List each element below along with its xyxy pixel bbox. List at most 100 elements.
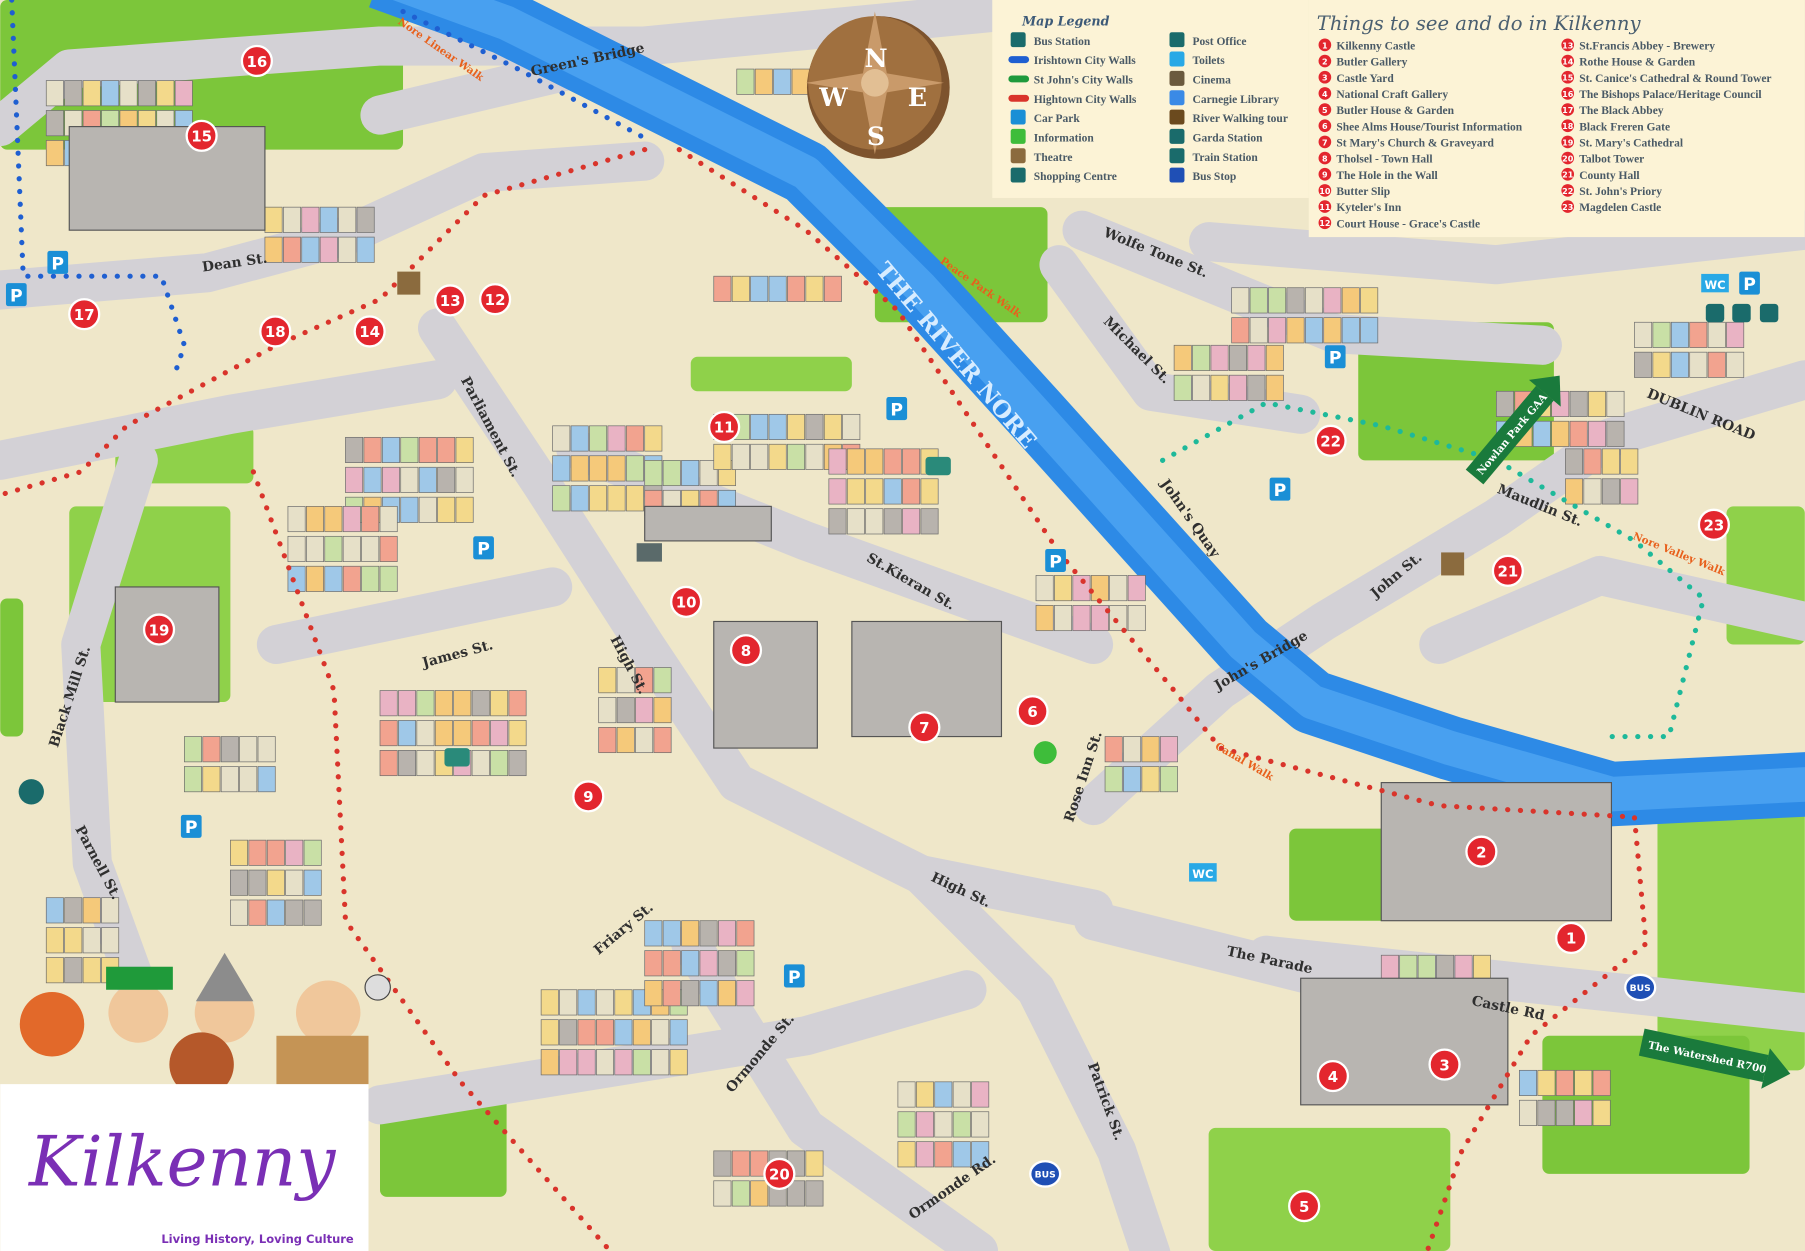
building xyxy=(559,1019,578,1046)
building xyxy=(718,950,736,977)
attraction-marker-23[interactable]: 23 xyxy=(1697,508,1730,541)
attraction-marker-17[interactable]: 17 xyxy=(68,298,101,331)
building xyxy=(846,508,865,535)
badge-number: 5 xyxy=(1322,106,1328,115)
building xyxy=(1472,954,1491,981)
building xyxy=(846,478,865,505)
marker-number: 9 xyxy=(583,788,593,806)
attraction-marker-11[interactable]: 11 xyxy=(708,410,741,444)
attraction-marker-9[interactable]: 9 xyxy=(572,780,605,813)
attraction-marker-10[interactable]: 10 xyxy=(670,585,703,619)
building xyxy=(768,443,787,470)
building xyxy=(342,535,361,562)
building xyxy=(471,750,490,777)
train-icon xyxy=(1169,148,1185,164)
building xyxy=(653,697,672,724)
building xyxy=(285,839,304,866)
marker-number: 20 xyxy=(769,1166,790,1184)
legend-item-label: Toilets xyxy=(1193,55,1226,67)
marker-circle xyxy=(1697,508,1730,541)
building xyxy=(823,275,842,302)
sign-arrow xyxy=(1465,385,1554,485)
car-park-glyph: P xyxy=(788,968,801,988)
marker-circle xyxy=(1465,835,1498,868)
marker-number: 8 xyxy=(741,642,751,660)
car-park-bg xyxy=(180,814,202,838)
building xyxy=(1035,605,1054,632)
attraction-marker-15[interactable]: 15 xyxy=(185,119,218,152)
attraction-marker-7[interactable]: 7 xyxy=(908,711,941,744)
building xyxy=(455,466,474,493)
building xyxy=(363,466,382,493)
attraction-marker-18[interactable]: 18 xyxy=(259,315,292,348)
attraction-marker-16[interactable]: 16 xyxy=(240,44,273,78)
road xyxy=(0,360,458,480)
attraction-name: St. John's Priory xyxy=(1579,186,1662,198)
building xyxy=(552,455,571,482)
building xyxy=(934,1111,953,1138)
building xyxy=(540,1049,559,1076)
attraction-marker-3[interactable]: 3 xyxy=(1428,1048,1461,1081)
attraction-marker-20[interactable]: 20 xyxy=(763,1157,796,1191)
building xyxy=(282,236,301,263)
attraction-name: Kilkenny Castle xyxy=(1336,40,1415,52)
building xyxy=(1496,390,1514,417)
attraction-marker-21[interactable]: 21 xyxy=(1491,554,1524,587)
building xyxy=(736,980,755,1007)
building xyxy=(398,720,417,747)
building xyxy=(45,110,64,137)
building xyxy=(644,425,663,452)
building xyxy=(662,950,681,977)
attraction-marker-6[interactable]: 6 xyxy=(1016,695,1049,728)
building xyxy=(865,478,884,505)
building xyxy=(731,1180,750,1207)
attraction-marker-8[interactable]: 8 xyxy=(729,634,763,667)
building xyxy=(718,980,736,1007)
attraction-marker-12[interactable]: 12 xyxy=(478,283,512,316)
attraction-marker-19[interactable]: 19 xyxy=(142,613,176,646)
car-park-icon: P xyxy=(473,536,494,560)
bus-station-icon xyxy=(1732,303,1751,323)
building xyxy=(897,1111,916,1138)
car-park-bg xyxy=(1324,345,1346,369)
attraction-marker-1[interactable]: 1 xyxy=(1555,921,1588,955)
building xyxy=(736,950,755,977)
attraction-marker-4[interactable]: 4 xyxy=(1316,1059,1350,1093)
building xyxy=(301,206,320,233)
building xyxy=(400,466,419,493)
city-wall-line xyxy=(1160,400,1707,740)
attraction-marker-2[interactable]: 2 xyxy=(1465,835,1498,868)
building xyxy=(453,690,472,717)
attraction-marker-22[interactable]: 22 xyxy=(1314,424,1347,457)
attraction-marker-13[interactable]: 13 xyxy=(434,284,467,317)
building xyxy=(490,750,509,777)
attraction-marker-5[interactable]: 5 xyxy=(1288,1190,1321,1223)
attraction-marker-14[interactable]: 14 xyxy=(353,315,386,348)
building xyxy=(101,927,120,954)
green-area xyxy=(0,598,24,737)
